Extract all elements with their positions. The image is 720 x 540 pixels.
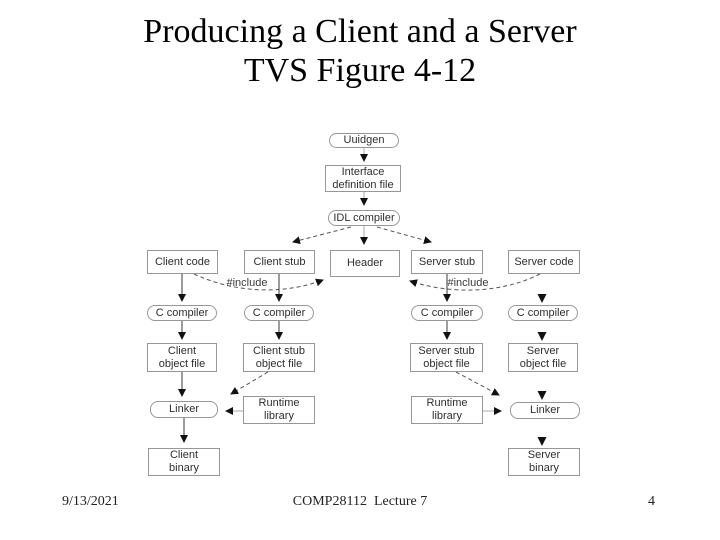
box-client-stub: Client stub <box>244 250 315 274</box>
include-label-right: #include <box>447 277 489 289</box>
box-server-object-file: Server object file <box>508 343 578 372</box>
box-runtime-library-client: Runtime library <box>243 396 315 424</box>
box-uuidgen: Uuidgen <box>329 133 399 148</box>
box-header: Header <box>330 250 400 277</box>
box-client-stub-object-file: Client stub object file <box>243 343 315 372</box>
box-idl-compiler: IDL compiler <box>328 210 400 226</box>
slide-title: Producing a Client and a Server TVS Figu… <box>0 12 720 90</box>
include-label-left: #include <box>226 277 268 289</box>
box-interface-definition-file: Interface definition file <box>325 165 401 192</box>
box-linker-client: Linker <box>150 401 218 418</box>
slide-title-line-2: TVS Figure 4-12 <box>243 52 477 89</box>
box-client-object-file: Client object file <box>147 343 217 372</box>
box-c-compiler-server: C compiler <box>508 305 578 321</box>
box-c-compiler-client: C compiler <box>147 305 217 321</box>
slide-title-line-1: Producing a Client and a Server <box>143 13 577 50</box>
box-client-code: Client code <box>147 250 218 274</box>
box-server-binary: Server binary <box>508 448 580 476</box>
footer-course: COMP28112 Lecture 7 <box>292 494 428 509</box>
box-linker-server: Linker <box>510 402 580 419</box>
box-server-code: Server code <box>508 250 580 274</box>
footer-page-number: 4 <box>648 494 655 509</box>
box-c-compiler-client-stub: C compiler <box>244 305 314 321</box>
footer-date: 9/13/2021 <box>62 494 119 509</box>
box-server-stub-object-file: Server stub object file <box>410 343 483 372</box>
box-c-compiler-server-stub: C compiler <box>411 305 483 321</box>
box-client-binary: Client binary <box>148 448 220 476</box>
box-runtime-library-server: Runtime library <box>411 396 483 424</box>
box-server-stub: Server stub <box>411 250 483 274</box>
